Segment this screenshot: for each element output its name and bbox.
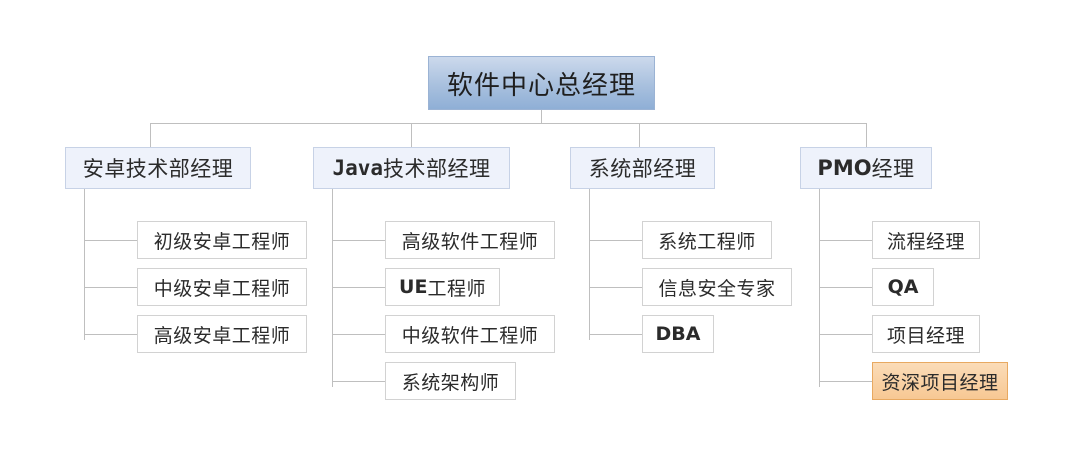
node-dept-android-label: 安卓技术部经理 (82, 157, 234, 181)
connector-elbow-dept2-child1 (332, 240, 385, 241)
connector-spine-dept-3 (589, 189, 590, 340)
connector-elbow-dept2-child2 (332, 287, 385, 288)
node-leaf-qa[interactable]: QA (872, 268, 934, 306)
connector-elbow-dept2-child3 (332, 334, 385, 335)
node-leaf-label: 系统工程师 (658, 231, 756, 253)
node-leaf-infosec-expert[interactable]: 信息安全专家 (642, 268, 792, 306)
node-leaf-label: 资深项目经理 (881, 372, 999, 394)
node-leaf-java-mid-se[interactable]: 中级软件工程师 (385, 315, 555, 353)
node-leaf-label: 项目经理 (886, 325, 965, 347)
connector-elbow-dept1-child1 (84, 240, 137, 241)
node-dept-pmo-label-latin: PMO (817, 156, 872, 180)
connector-elbow-dept1-child3 (84, 334, 137, 335)
connector-elbow-dept4-child2 (819, 287, 872, 288)
node-leaf-label: 流程经理 (886, 231, 965, 253)
connector-spine-dept-2 (332, 189, 333, 387)
node-dept-java-label-rest: 技术部经理 (383, 157, 491, 181)
node-leaf-label: 高级安卓工程师 (153, 325, 291, 347)
node-leaf-label: 信息安全专家 (658, 278, 776, 300)
connector-elbow-dept4-child1 (819, 240, 872, 241)
connector-elbow-dept4-child4 (819, 381, 872, 382)
node-leaf-label-latin: QA (887, 276, 919, 298)
node-leaf-dba[interactable]: DBA (642, 315, 714, 353)
node-leaf-label-latin: DBA (655, 323, 701, 345)
node-leaf-label: 初级安卓工程师 (153, 231, 291, 253)
node-leaf-system-engineer[interactable]: 系统工程师 (642, 221, 772, 259)
connector-elbow-dept2-child4 (332, 381, 385, 382)
node-leaf-android-senior[interactable]: 高级安卓工程师 (137, 315, 307, 353)
node-leaf-label: 高级软件工程师 (401, 231, 539, 253)
node-leaf-label-rest: 工程师 (427, 278, 486, 300)
connector-elbow-dept3-child3 (589, 334, 642, 335)
connector-root-stem (541, 110, 542, 123)
node-root-general-manager[interactable]: 软件中心总经理 (428, 56, 655, 110)
connector-spine-dept-1 (84, 189, 85, 340)
connector-elbow-dept3-child1 (589, 240, 642, 241)
connector-drop-dept-2 (411, 123, 412, 147)
node-leaf-android-mid[interactable]: 中级安卓工程师 (137, 268, 307, 306)
node-leaf-java-architect[interactable]: 系统架构师 (385, 362, 516, 400)
node-leaf-android-junior[interactable]: 初级安卓工程师 (137, 221, 307, 259)
node-leaf-java-senior-se[interactable]: 高级软件工程师 (385, 221, 555, 259)
connector-spine-dept-4 (819, 189, 820, 387)
connector-elbow-dept3-child2 (589, 287, 642, 288)
connector-drop-dept-3 (639, 123, 640, 147)
connector-drop-dept-4 (866, 123, 867, 147)
node-dept-system-manager[interactable]: 系统部经理 (570, 147, 715, 189)
node-leaf-process-manager[interactable]: 流程经理 (872, 221, 980, 259)
node-root-label: 软件中心总经理 (446, 70, 636, 100)
connector-drop-dept-1 (150, 123, 151, 147)
node-leaf-label: 中级安卓工程师 (153, 278, 291, 300)
node-leaf-label-latin: UE (399, 276, 428, 298)
node-leaf-label: 中级软件工程师 (401, 325, 539, 347)
connector-elbow-dept4-child3 (819, 334, 872, 335)
connector-root-bus (150, 123, 866, 124)
node-dept-java-label-latin: Java (332, 156, 384, 180)
node-dept-android-manager[interactable]: 安卓技术部经理 (65, 147, 251, 189)
node-leaf-label: 系统架构师 (401, 372, 500, 394)
node-dept-pmo-label-rest: 经理 (871, 157, 915, 181)
connector-elbow-dept1-child2 (84, 287, 137, 288)
node-dept-system-label: 系统部经理 (588, 157, 697, 181)
node-leaf-project-manager[interactable]: 项目经理 (872, 315, 980, 353)
node-leaf-senior-project-manager[interactable]: 资深项目经理 (872, 362, 1008, 400)
